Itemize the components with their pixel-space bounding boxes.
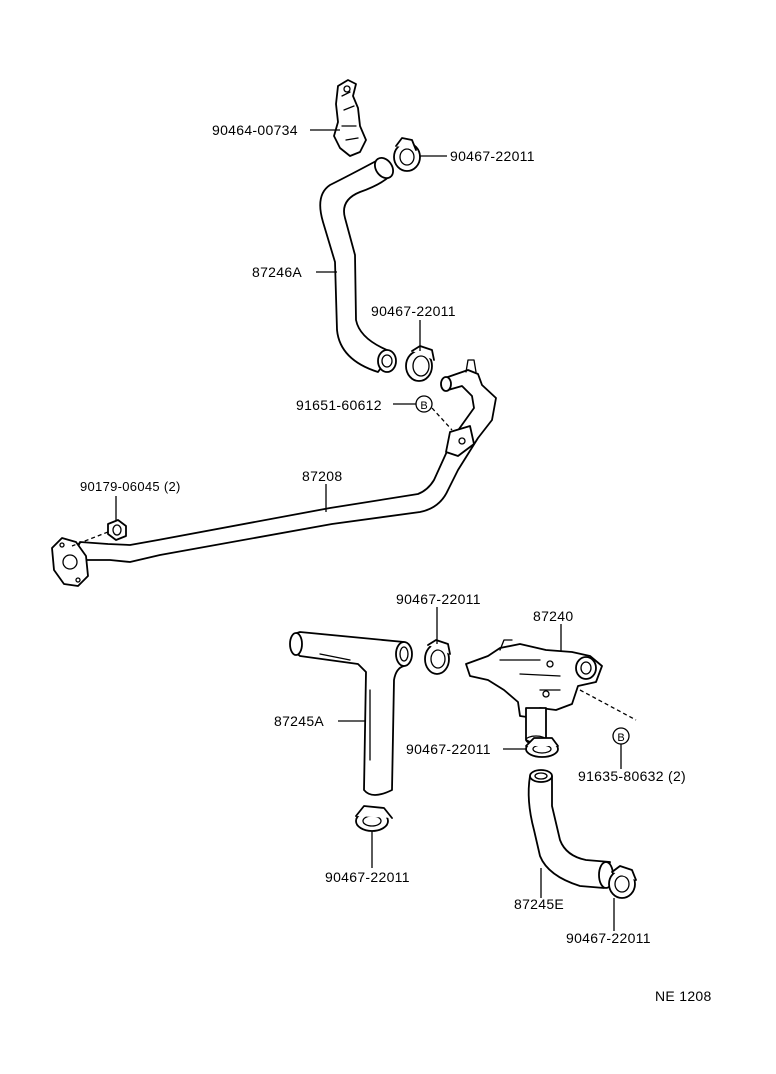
pipe-87208-part	[51, 359, 497, 587]
hose-87245a-part	[289, 631, 413, 796]
marker-b-upper-letter: B	[420, 400, 427, 412]
clamp-left-t-part	[424, 639, 451, 675]
label-bolt-b-lower: 91635-80632 (2)	[578, 768, 687, 784]
label-clamp-bottom-right: 90467-22011	[566, 930, 651, 946]
label-clamp-valve-lower: 90467-22011	[406, 741, 491, 757]
label-bracket-clip: 90464-00734	[212, 122, 298, 138]
clamp-bottom-right-part	[608, 865, 637, 899]
label-hose-lower: 87245E	[514, 896, 565, 912]
label-clamp-bottom-left: 90467-22011	[325, 869, 410, 885]
nut-flange-part	[71, 519, 127, 547]
label-bolt-b-upper: 91651-60612	[296, 397, 382, 413]
label-nut-flange: 90179-06045 (2)	[80, 479, 181, 494]
clamp-bottom-left-part	[355, 805, 393, 832]
clamp-valve-lower-part	[525, 737, 559, 758]
label-valve: 87240	[533, 608, 574, 624]
label-clamp-left-t: 90467-22011	[396, 591, 481, 607]
label-hose-t: 87245A	[274, 713, 325, 729]
bracket-clip-part	[333, 79, 367, 157]
marker-b-upper-dash	[431, 407, 453, 431]
leader-lines	[115, 129, 622, 931]
hose-87246a-part	[319, 156, 397, 373]
clamp-top-part	[393, 137, 421, 172]
label-hose-upper: 87246A	[252, 264, 303, 280]
label-pipe-main: 87208	[302, 468, 343, 484]
footer-code: NE 1208	[655, 988, 712, 1004]
marker-b-lower-letter: B	[617, 732, 624, 744]
valve-87240-part	[465, 639, 637, 745]
label-clamp-upper-mid: 90467-22011	[371, 303, 456, 319]
clamp-upper-mid-part	[405, 345, 435, 382]
label-clamp-top: 90467-22011	[450, 148, 535, 164]
